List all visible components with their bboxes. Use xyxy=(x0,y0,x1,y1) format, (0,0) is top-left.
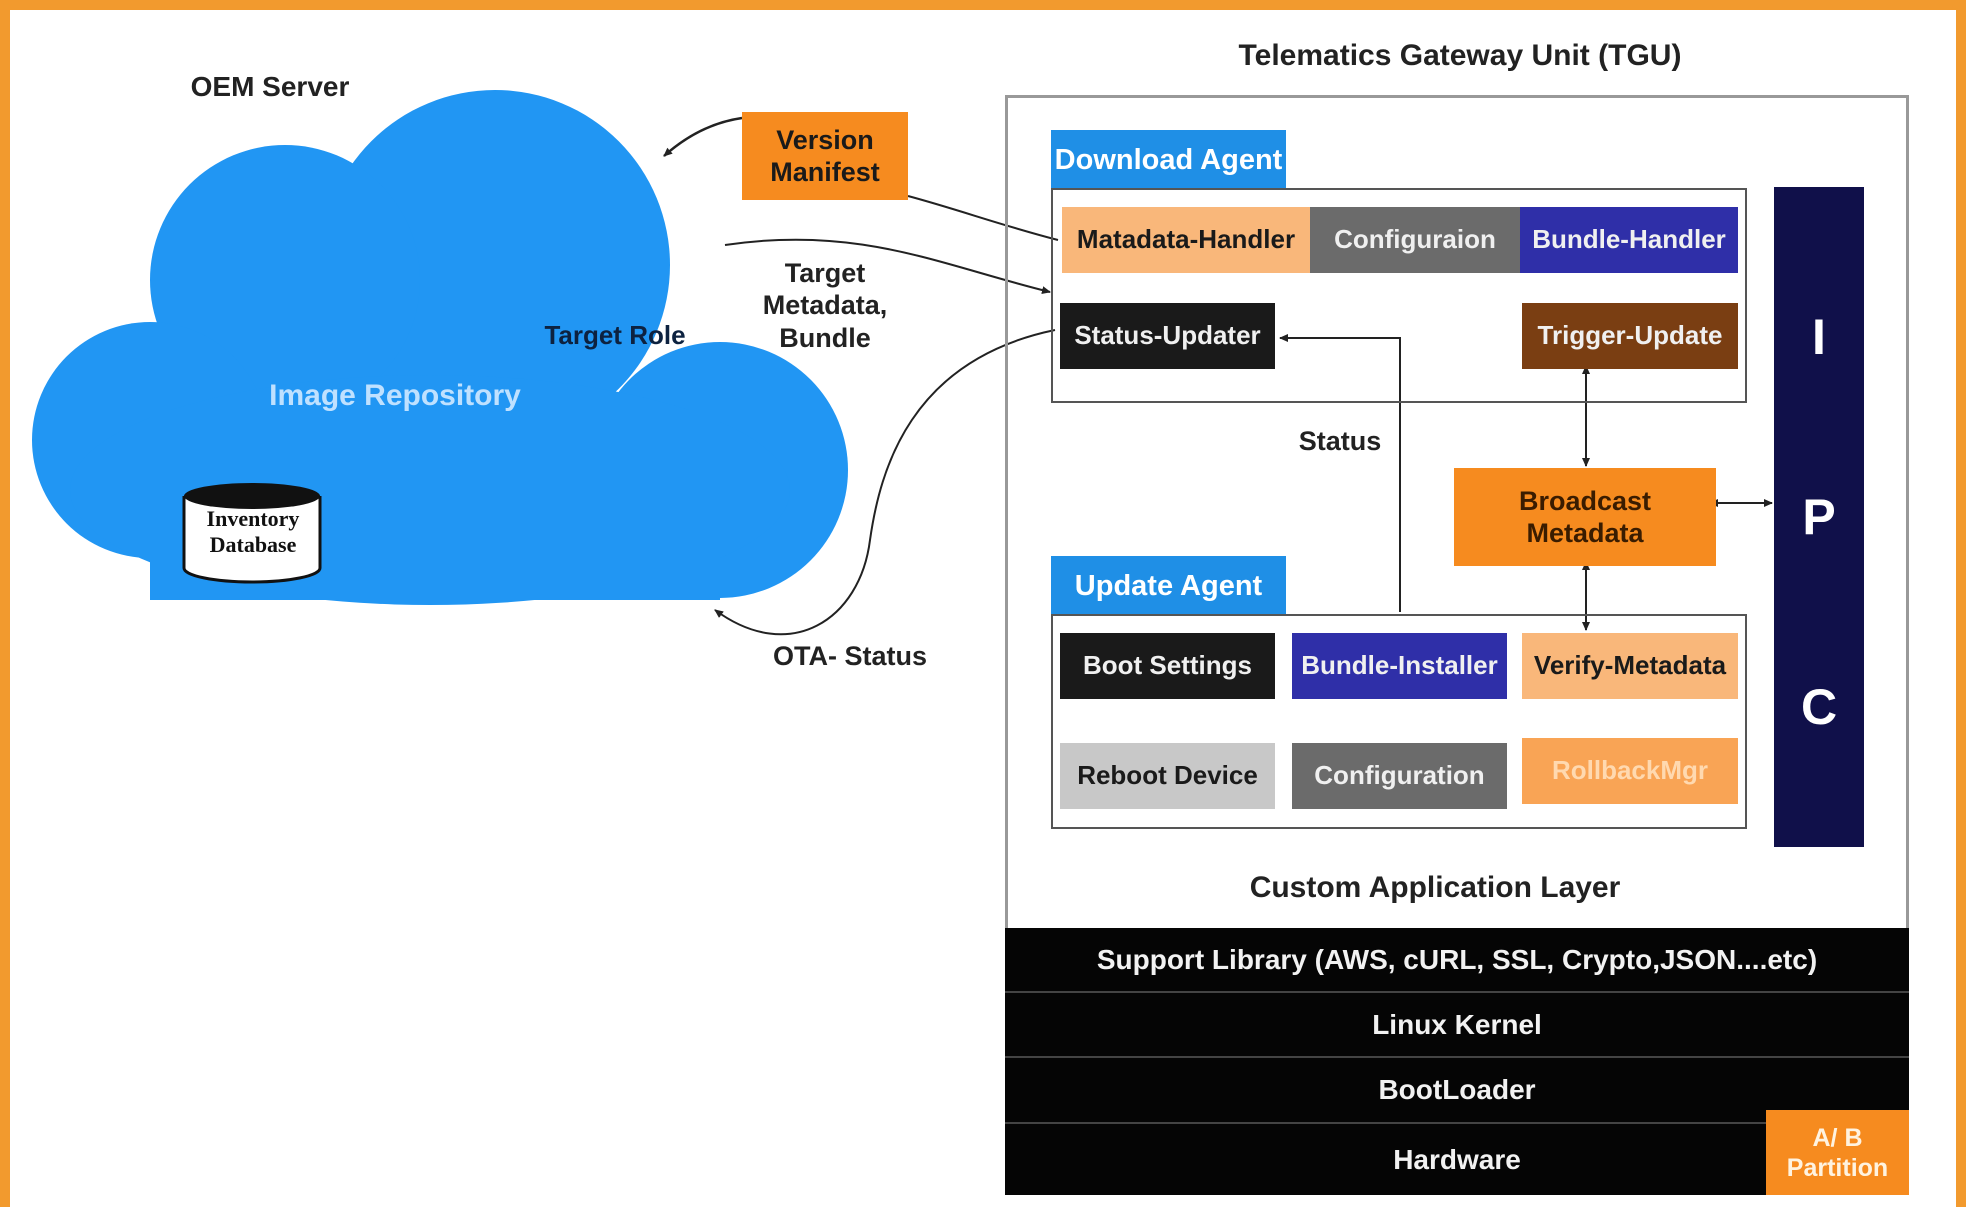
boot-settings-box: Boot Settings xyxy=(1060,633,1275,699)
bootloader-layer: BootLoader xyxy=(1005,1058,1909,1124)
inventory-database-label: Inventory Database xyxy=(206,506,300,558)
status-updater-box: Status-Updater xyxy=(1060,303,1275,369)
verify-metadata-box: Verify-Metadata xyxy=(1522,633,1738,699)
oem-server-label: OEM Server xyxy=(190,71,350,102)
download-agent-header: Download Agent xyxy=(1051,130,1286,190)
download-agent-panel xyxy=(1051,188,1747,403)
metadata-handler-box: Matadata-Handler xyxy=(1062,207,1310,273)
update-agent-header: Update Agent xyxy=(1051,556,1286,616)
custom-application-layer-label: Custom Application Layer xyxy=(1249,871,1621,904)
ipc-bar: I P C xyxy=(1774,187,1864,847)
ab-partition-box: A/ B Partition xyxy=(1766,1110,1909,1195)
trigger-update-box: Trigger-Update xyxy=(1522,303,1738,369)
ota-status-arrow xyxy=(714,329,1056,636)
tgu-title: Telematics Gateway Unit (TGU) xyxy=(1238,39,1682,72)
ipc-letter-c: C xyxy=(1800,679,1838,735)
image-repository-label: Image Repository xyxy=(269,379,521,412)
hardware-layer: Hardware xyxy=(1005,1124,1909,1195)
version-manifest-arrow xyxy=(663,116,743,157)
reboot-device-box: Reboot Device xyxy=(1060,743,1275,809)
download-configuration-box: Configuraion xyxy=(1310,207,1520,273)
inventory-database-icon xyxy=(182,483,322,584)
target-role-label: Target Role xyxy=(544,320,686,350)
manifest-to-handler-line xyxy=(907,195,1059,241)
ota-status-label: OTA- Status xyxy=(773,641,927,671)
rollback-mgr-box: RollbackMgr xyxy=(1522,738,1738,804)
status-feedback-line xyxy=(1279,334,1401,612)
version-manifest-box: Version Manifest xyxy=(742,112,908,200)
target-metadata-bundle-label: Target Metadata, Bundle xyxy=(762,258,888,353)
status-label: Status xyxy=(1298,426,1382,456)
broadcast-metadata-box: Broadcast Metadata xyxy=(1454,468,1716,566)
linux-kernel-layer: Linux Kernel xyxy=(1005,993,1909,1058)
support-library-layer: Support Library (AWS, cURL, SSL, Crypto,… xyxy=(1005,928,1909,993)
ipc-letter-p: P xyxy=(1802,489,1836,545)
update-agent-panel xyxy=(1051,614,1747,829)
oem-cloud-shape xyxy=(32,90,848,605)
ipc-letter-i: I xyxy=(1812,309,1826,365)
bundle-installer-box: Bundle-Installer xyxy=(1292,633,1507,699)
bundle-handler-box: Bundle-Handler xyxy=(1520,207,1738,273)
update-configuration-box: Configuration xyxy=(1292,743,1507,809)
